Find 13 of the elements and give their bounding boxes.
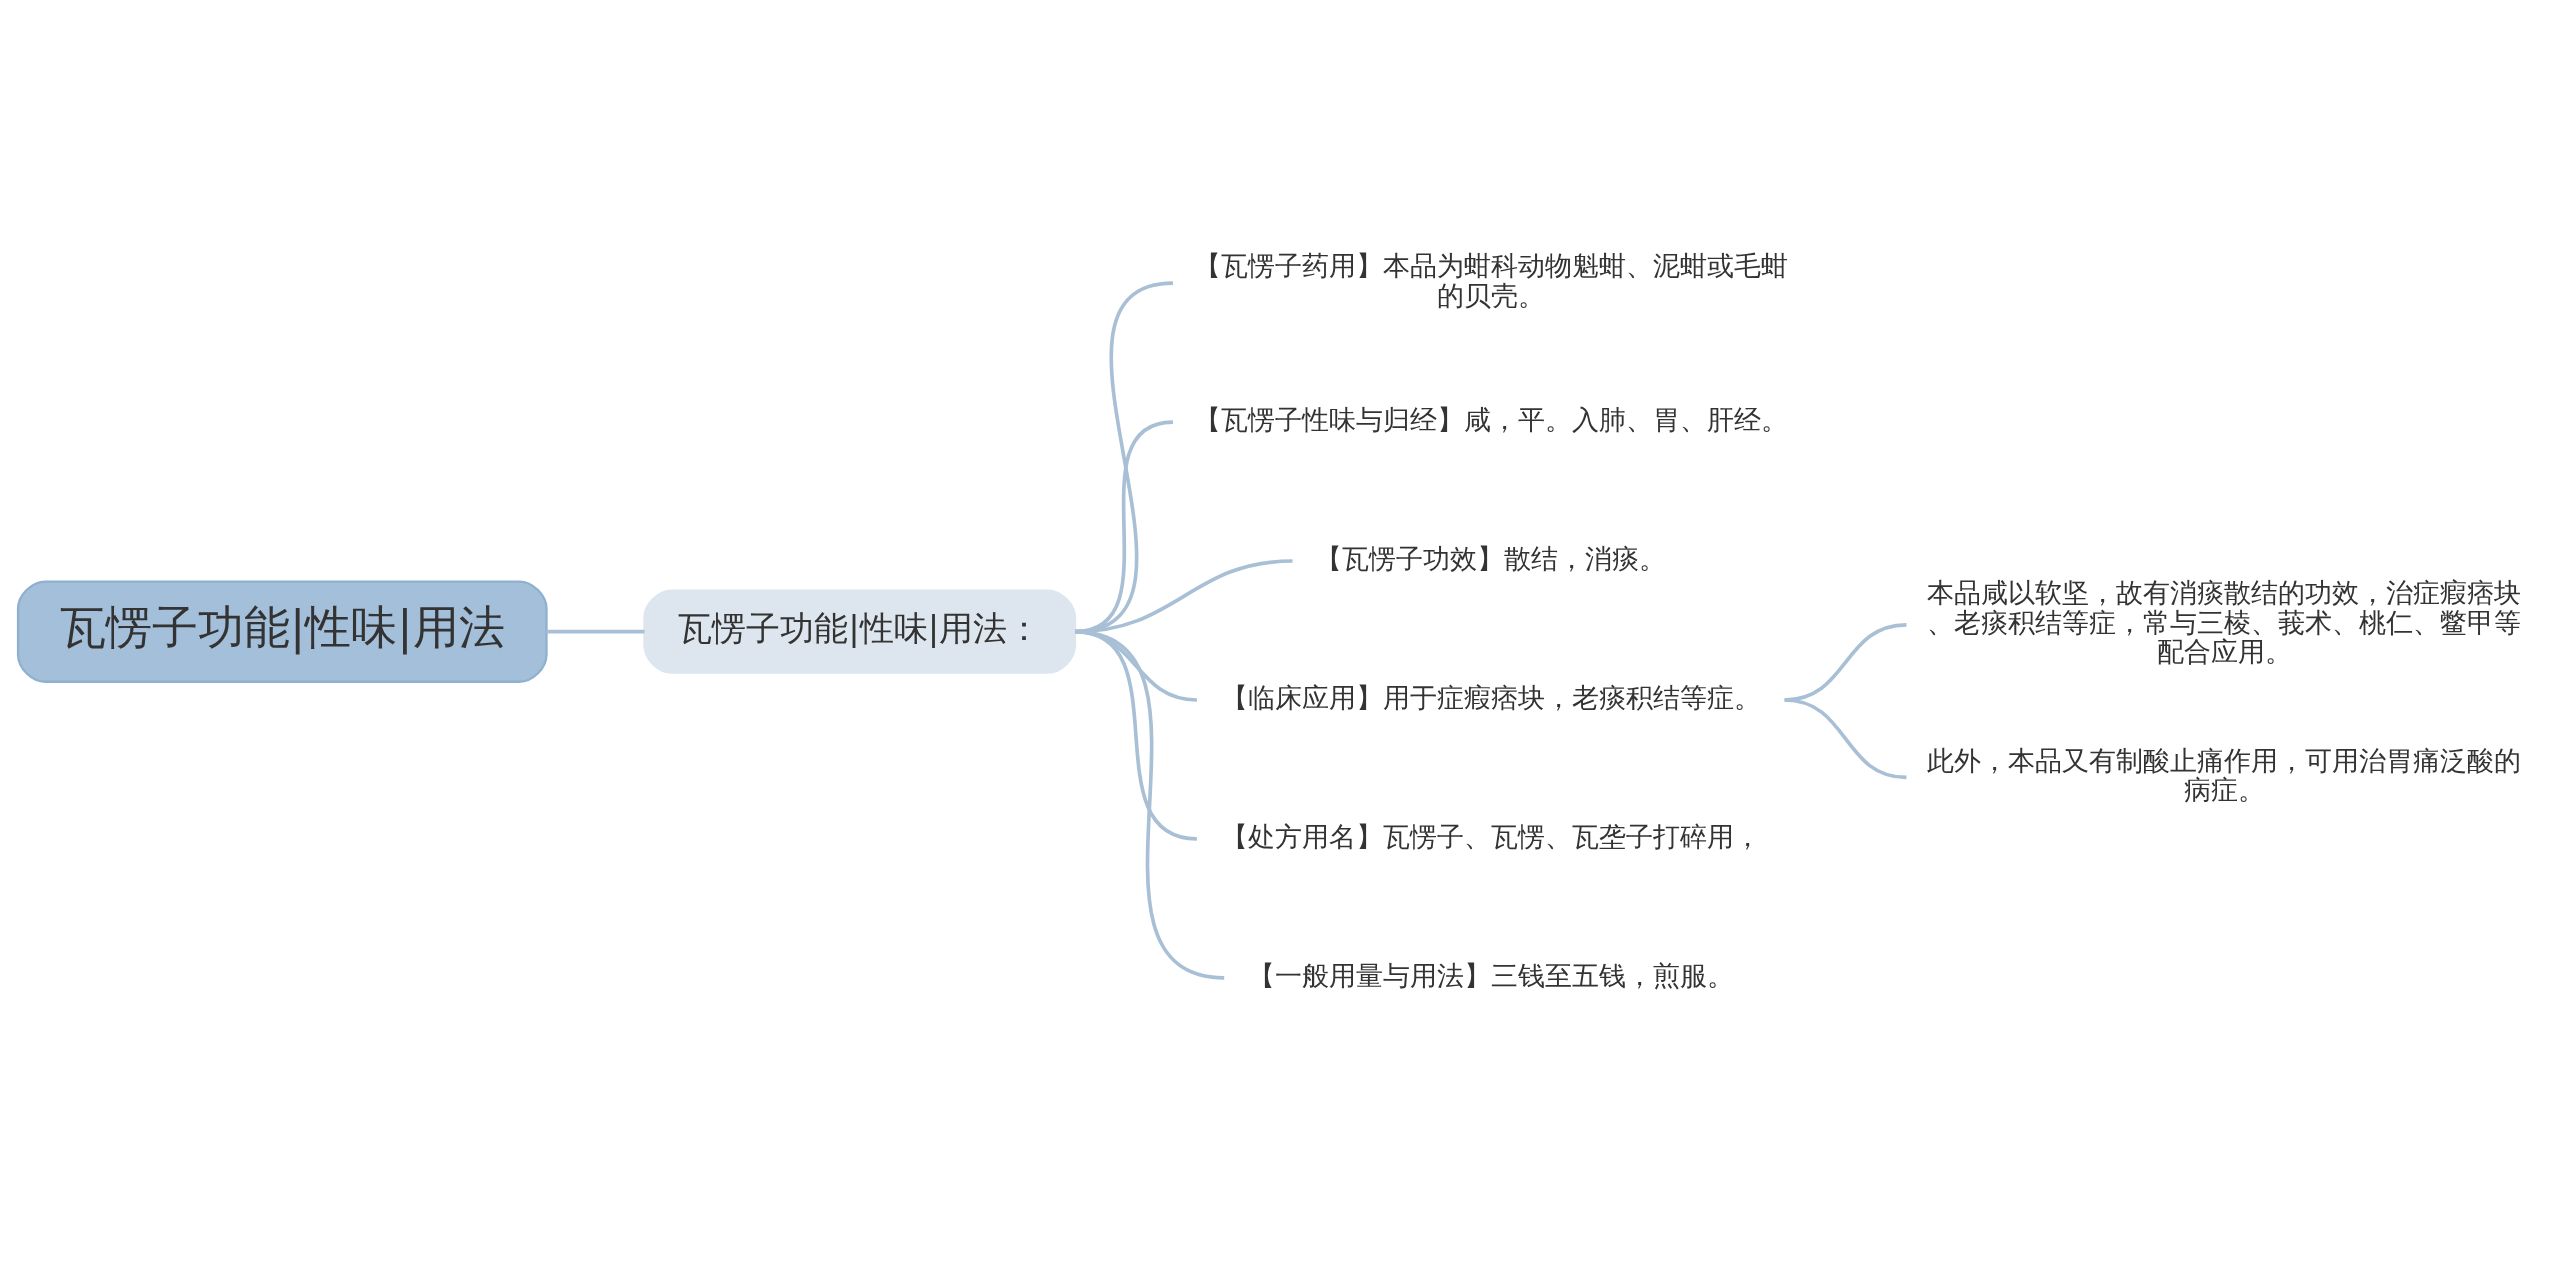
node-text: 【瓦愣子药用】本品为蚶科动物魁蚶、泥蚶或毛蚶的贝壳。	[1193, 250, 1788, 311]
node-text: 【一般用量与用法】三钱至五钱，煎服。	[1247, 959, 1734, 991]
connector	[1784, 698, 1907, 780]
connector	[546, 629, 645, 634]
node-text: 【瓦愣子功效】散结，消痰。	[1315, 543, 1667, 575]
node-text: 此外，本品又有制酸止痛作用，可用治胃痛泛酸的病症。	[1927, 744, 2522, 806]
connector	[1074, 629, 1225, 980]
node-text: 本品咸以软坚，故有消痰散结的功效，治症瘕痞块、老痰积结等症，常与三棱、莪术、桃仁、鳖甲等配合应用。	[1927, 577, 2522, 668]
node-text: 【瓦愣子性味与归经】咸，平。入肺、胃、肝经。	[1193, 404, 1788, 436]
node-box: 瓦愣子功能|性味|用法：	[643, 589, 1077, 674]
node-box: 瓦愣子功能|性味|用法	[16, 580, 548, 683]
node-text: 【处方用名】瓦愣子、瓦愣、瓦垄子打碎用，	[1220, 820, 1761, 852]
node-text: 【临床应用】用于症瘕痞块，老痰积结等症。	[1220, 682, 1761, 714]
